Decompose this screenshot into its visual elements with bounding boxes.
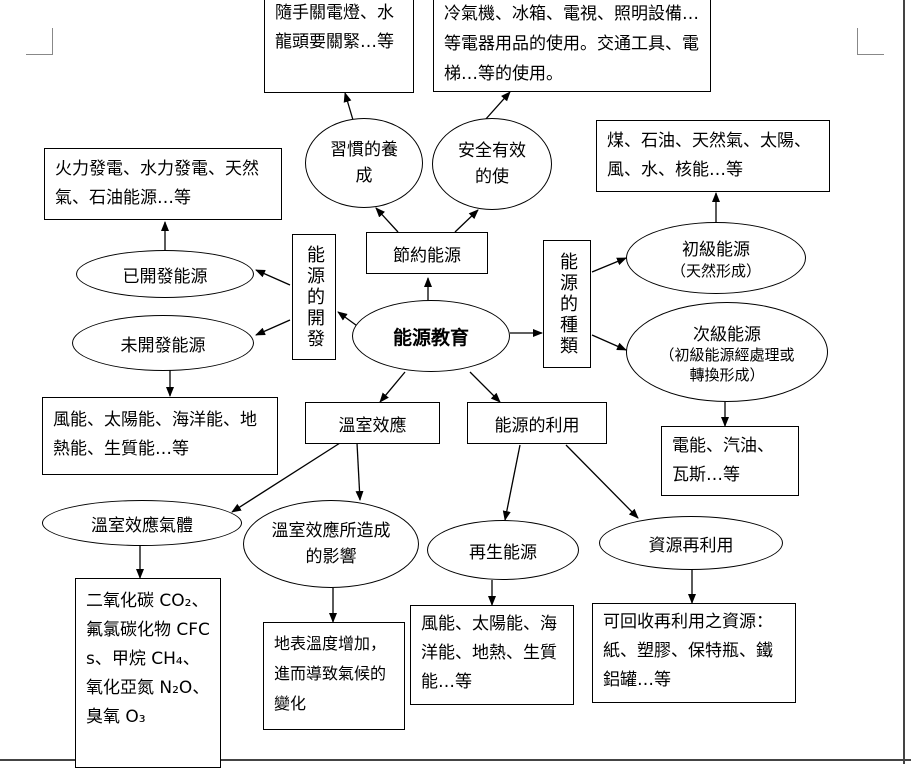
secondary-energy-sub: （初級能源經處理或轉換形成） <box>659 345 795 384</box>
energy-use-label: 能源的利用 <box>494 415 580 436</box>
developed-example-text: 火力發電、水力發電、天然氣、石油能源…等 <box>55 159 259 208</box>
center-label: 能源教育 <box>392 326 469 349</box>
arrow-save-to-safe <box>454 209 479 233</box>
arrow-habit-to-box <box>343 92 354 121</box>
undeveloped-example-box: 風能、太陽能、海洋能、地熱能、生質能…等 <box>42 397 278 475</box>
energy-types-label: 能源的種類 <box>557 251 578 357</box>
energy-development-label: 能源的開發 <box>304 244 325 350</box>
page-corner-mark-right <box>857 28 884 55</box>
arrow-center-to-use <box>469 371 501 403</box>
greenhouse-effect-example-text: 地表溫度增加，進而導致氣候的變化 <box>274 634 387 713</box>
energy-types-box: 能源的種類 <box>543 240 591 368</box>
greenhouse-gas-example-box: 二氧化碳 CO₂、氟氯碳化物 CFCs、甲烷 CH₄、氧化亞氮 N₂O、臭氧 O… <box>75 578 221 768</box>
renewable-node: 再生能源 <box>427 520 579 580</box>
habit-example-box: 隨手關電燈、水龍頭要關緊…等 <box>264 0 414 93</box>
arrow-use-to-renewable <box>502 444 521 521</box>
greenhouse-gas-label: 溫室效應氣體 <box>91 515 193 536</box>
arrow-dev-to-developed <box>255 269 291 286</box>
primary-example-text: 煤、石油、天然氣、太陽、風、水、核能…等 <box>607 131 811 180</box>
developed-node: 已開發能源 <box>76 250 254 298</box>
arrow-center-to-greenhouse <box>379 371 406 403</box>
renewable-example-text: 風能、太陽能、海洋能、地熱、生質能…等 <box>421 614 557 692</box>
greenhouse-gas-example-text: 二氧化碳 CO₂、氟氯碳化物 CFCs、甲烷 CH₄、氧化亞氮 N₂O、臭氧 O… <box>86 591 210 727</box>
page-corner-mark-left <box>26 28 53 55</box>
recycle-example-box: 可回收再利用之資源：紙、塑膠、保特瓶、鐵鋁罐…等 <box>592 603 796 703</box>
arrow-dev-to-undeveloped <box>255 319 291 336</box>
undeveloped-label: 未開發能源 <box>120 335 206 356</box>
greenhouse-effect-label: 溫室效應所造成的影響 <box>271 521 391 567</box>
secondary-example-text: 電能、汽油、瓦斯…等 <box>672 436 774 485</box>
recycle-example-text: 可回收再利用之資源：紙、塑膠、保特瓶、鐵鋁罐…等 <box>603 612 773 690</box>
arrow-greenhouse-to-effect <box>355 442 364 501</box>
secondary-energy-node: 次級能源 （初級能源經處理或轉換形成） <box>626 302 828 402</box>
developed-label: 已開發能源 <box>122 266 208 287</box>
recycle-node: 資源再利用 <box>599 516 783 570</box>
save-energy-label: 節約能源 <box>393 245 461 266</box>
arrow-types-to-secondary <box>591 334 627 351</box>
safe-use-label: 安全有效的使 <box>458 141 526 187</box>
greenhouse-effect-node: 溫室效應所造成的影響 <box>243 500 419 588</box>
habit-example-text: 隨手關電燈、水龍頭要關緊…等 <box>275 3 394 52</box>
habit-node: 習慣的養成 <box>305 118 423 208</box>
primary-energy-label: 初級能源 <box>682 240 750 260</box>
energy-development-box: 能源的開發 <box>292 234 336 360</box>
arrow-greenhouse-to-gas <box>231 442 341 513</box>
greenhouse-box: 溫室效應 <box>305 402 440 444</box>
undeveloped-node: 未開發能源 <box>72 315 254 371</box>
primary-energy-sub: （天然形成） <box>670 262 761 280</box>
renewable-label: 再生能源 <box>469 542 537 563</box>
arrow-types-to-primary <box>591 257 627 273</box>
renewable-example-box: 風能、太陽能、海洋能、地熱、生質能…等 <box>410 605 574 705</box>
arrow-use-to-recycle <box>565 444 639 519</box>
safe-use-node: 安全有效的使 <box>432 118 552 210</box>
habit-label: 習慣的養成 <box>330 140 398 186</box>
arrow-safe-to-box <box>484 91 511 121</box>
safe-use-example-text: 冷氣機、冰箱、電視、照明設備…等電器用品的使用。交通工具、電梯…等的使用。 <box>444 4 699 84</box>
arrow-save-to-habit <box>375 207 399 233</box>
window-right-edge <box>903 0 905 764</box>
recycle-label: 資源再利用 <box>648 535 734 556</box>
developed-example-box: 火力發電、水力發電、天然氣、石油能源…等 <box>44 148 282 220</box>
greenhouse-effect-example-box: 地表溫度增加，進而導致氣候的變化 <box>263 622 405 730</box>
greenhouse-label: 溫室效應 <box>338 415 407 436</box>
primary-energy-node: 初級能源 （天然形成） <box>626 222 806 294</box>
undeveloped-example-text: 風能、太陽能、海洋能、地熱能、生質能…等 <box>53 410 257 459</box>
secondary-example-box: 電能、汽油、瓦斯…等 <box>661 426 799 496</box>
primary-example-box: 煤、石油、天然氣、太陽、風、水、核能…等 <box>596 120 830 192</box>
greenhouse-gas-node: 溫室效應氣體 <box>42 500 242 546</box>
save-energy-box: 節約能源 <box>366 232 488 274</box>
secondary-energy-label: 次級能源 <box>693 324 761 345</box>
safe-use-example-box: 冷氣機、冰箱、電視、照明設備…等電器用品的使用。交通工具、電梯…等的使用。 <box>433 0 711 92</box>
center-node: 能源教育 <box>352 300 510 372</box>
window-bottom-edge <box>0 759 911 761</box>
energy-use-box: 能源的利用 <box>467 402 607 444</box>
